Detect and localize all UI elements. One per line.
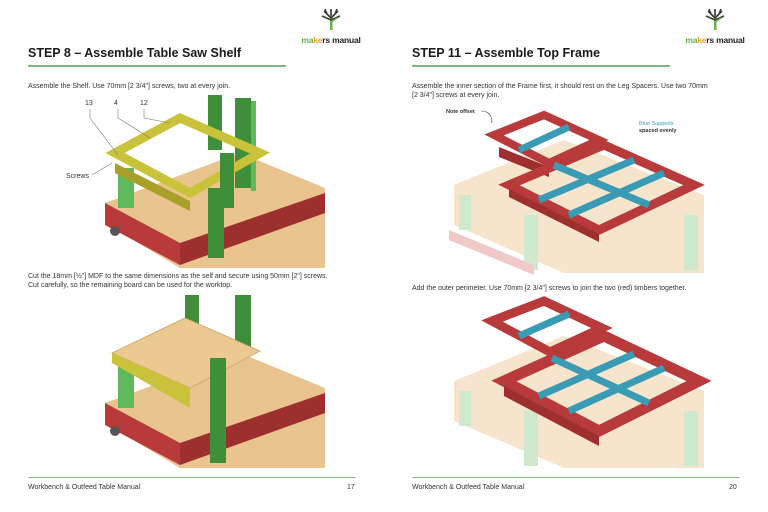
page-number: 17: [347, 484, 355, 491]
title-divider: [412, 65, 670, 67]
callout-4: 4: [114, 100, 118, 107]
instruction-text: Assemble the inner section of the Frame …: [412, 83, 708, 99]
logo-text: makers manual: [301, 35, 361, 45]
footer-divider: [412, 477, 740, 478]
logo-text: makers manual: [685, 35, 745, 45]
tree-icon: [705, 8, 725, 30]
page-number: 20: [729, 484, 737, 491]
footer-title: Workbench & Outfeed Table Manual: [412, 484, 525, 491]
spaced-evenly-label: spaced evenly: [639, 128, 678, 134]
callout-12: 12: [140, 100, 148, 107]
top-frame-inner-illustration: Note offset Blue Supports spaced evenly: [446, 109, 705, 275]
instruction-text: Assemble the Shelf. Use 70mm [2 3/4"] sc…: [28, 83, 231, 90]
shelf-frame-illustration: 13 4 12 Screws: [66, 95, 325, 268]
left-page: makers manual STEP 8 – Assemble Table Sa…: [28, 8, 362, 491]
footer-divider: [28, 477, 356, 478]
callout-screws: Screws: [66, 173, 89, 180]
top-frame-outer-illustration: [454, 296, 712, 468]
makers-manual-logo: makers manual: [300, 8, 362, 45]
tree-icon: [321, 8, 341, 30]
instruction-text-2: Cut the 18mm [½"] MDF to the same dimens…: [28, 273, 328, 289]
instruction-text-2: Add the outer perimeter. Use 70mm [2 3/4…: [412, 285, 687, 292]
callout-13: 13: [85, 100, 93, 107]
blue-supports-label: Blue Supports: [639, 121, 674, 127]
title-divider: [28, 65, 286, 67]
step-title: STEP 8 – Assemble Table Saw Shelf: [28, 46, 242, 60]
note-offset-label: Note offset: [446, 109, 475, 115]
right-page: makers manual STEP 11 – Assemble Top Fra…: [384, 0, 768, 512]
makers-manual-logo: makers manual: [684, 8, 746, 45]
step-title: STEP 11 – Assemble Top Frame: [412, 46, 601, 60]
footer-title: Workbench & Outfeed Table Manual: [28, 484, 141, 491]
shelf-mdf-illustration: [105, 295, 325, 468]
